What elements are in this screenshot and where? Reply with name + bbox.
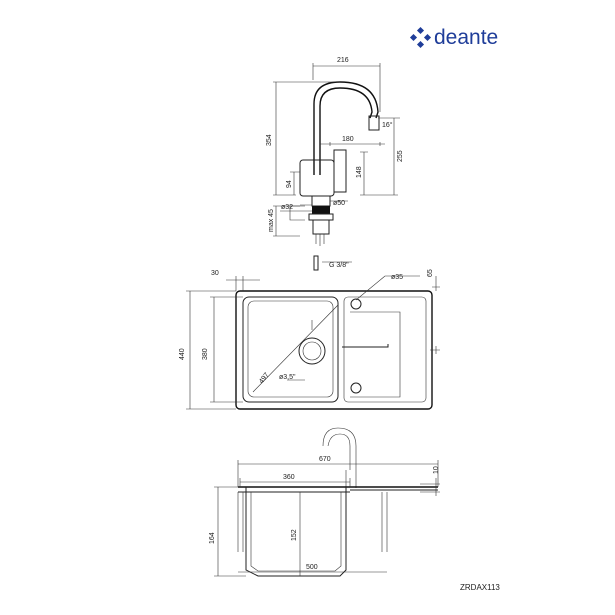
spout-angle-label: 16° [382,121,393,129]
edge-right-label: 65 [427,269,434,277]
side-height-label: 164 [209,532,216,544]
faucet-width-label: 216 [337,57,349,64]
sink-top-view [235,290,433,410]
max-thickness-label: max 45 [268,209,275,232]
faucet-drawing [289,81,380,271]
side-length-label: 670 [319,456,331,463]
product-code: ZRDAX113 [460,583,500,592]
sink-side-view [237,427,438,577]
diagonal-label: 497 [258,372,271,386]
deante-logo-icon [409,26,432,49]
faucet-height-label: 354 [266,134,273,146]
top-view-dimensions [186,275,440,410]
lever-height-label: 94 [286,180,293,188]
side-bowl-depth-label: 152 [291,529,298,541]
tap-hole-label: ø35 [391,274,403,281]
bowl-depth-label: 380 [202,348,209,360]
spout-height-label: 255 [397,150,404,162]
brand-name: deante [434,26,498,49]
faucet-dimensions [273,63,400,263]
side-rim-label: 10 [433,466,440,474]
drain-label: ø3,5" [279,374,296,381]
side-bowl-width-label: 360 [283,474,295,481]
body-height-label: 148 [356,166,363,178]
connection-label: G 3/8" [329,262,349,269]
side-view-dimensions [214,460,440,577]
bowl-offset-label: 30 [211,270,219,277]
base-diameter-label: ø50 [333,200,345,207]
spout-reach-label: 180 [342,136,354,143]
sink-depth-label: 440 [179,348,186,360]
cabinet-width-label: 500 [306,564,318,571]
hole-diameter-label: ø32 [281,204,293,211]
